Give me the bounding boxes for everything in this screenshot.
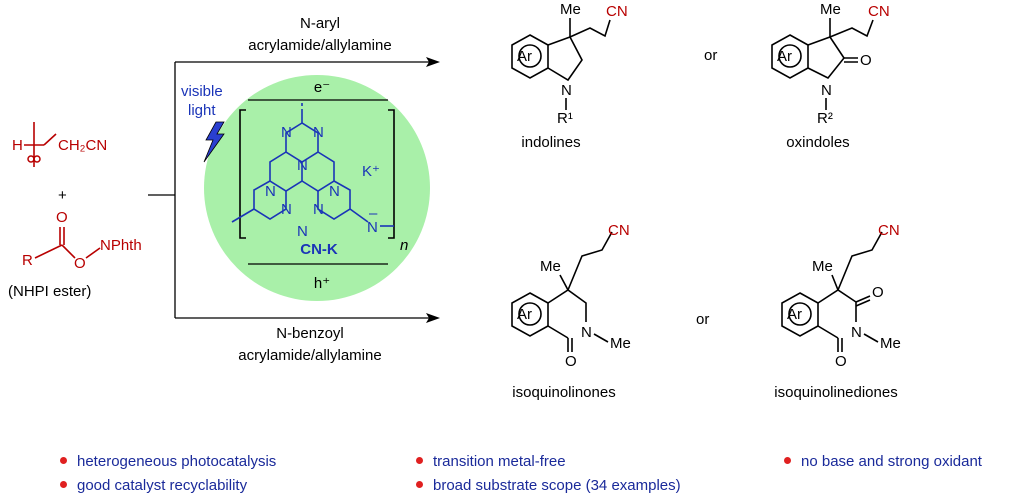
nhpi-ester-reagent: O R O NPhth (NHPI ester): [8, 209, 142, 300]
potassium-ion: K⁺: [362, 163, 380, 180]
isoquinolinediones-label: isoquinolinediones: [774, 384, 897, 401]
feature-text: transition metal-free: [433, 453, 566, 470]
isoquinolinedione-structure: Ar O O N Me Me CN: [781, 222, 901, 370]
feature-text: good catalyst recyclability: [77, 477, 248, 494]
scissors-icon: [27, 155, 41, 163]
electron-label: e⁻: [314, 79, 330, 96]
isoquinolinedione-me: Me: [812, 258, 833, 275]
feature-item: good catalyst recyclability: [60, 477, 247, 494]
oxindole-structure: Ar Me CN O N R²: [771, 1, 890, 127]
isoquinolinedione-cn: CN: [878, 222, 900, 239]
hydrogen-atom: H: [12, 137, 23, 154]
feature-item: heterogeneous photocatalysis: [60, 453, 276, 470]
feature-list: heterogeneous photocatalysis good cataly…: [0, 447, 1024, 497]
isoquinolinedione-ar: Ar: [787, 306, 802, 323]
indoline-me: Me: [560, 1, 581, 18]
feature-text: broad substrate scope (34 examples): [433, 477, 681, 494]
catalyst-name: CN-K: [300, 241, 338, 258]
isoquinolinedione-o2: O: [835, 353, 847, 370]
n-atom-7: N: [313, 201, 324, 218]
isoquinolinedione-o1: O: [872, 284, 884, 301]
n-atom-6: N: [281, 201, 292, 218]
feature-item: transition metal-free: [416, 453, 566, 470]
lightning-bolt-icon: [203, 121, 225, 163]
isoquinolinone-me: Me: [540, 258, 561, 275]
nphth-group: NPhth: [100, 237, 142, 254]
negative-charge: –: [369, 205, 378, 222]
hole-label: h⁺: [314, 275, 330, 292]
isoquinolinone-n: N: [581, 324, 592, 341]
indolines-label: indolines: [521, 134, 580, 151]
ester-oxygen: O: [74, 255, 86, 272]
oxindole-ar: Ar: [777, 48, 792, 65]
oxindole-n: N: [821, 82, 832, 99]
bullet-dot: [784, 456, 791, 464]
isoquinolinedione-nme: Me: [880, 335, 901, 352]
or-top: or: [704, 47, 717, 64]
isoquinolinone-cn: CN: [608, 222, 630, 239]
bullet-dot: [60, 480, 67, 488]
nhpi-ester-label: (NHPI ester): [8, 283, 91, 300]
n-atom-4: N: [265, 183, 276, 200]
photocatalyst-circle: [204, 75, 430, 301]
indoline-cn: CN: [606, 3, 628, 20]
heptazine-unit: N N N N N N N N N –: [231, 102, 394, 240]
branching-arrows: [148, 61, 432, 319]
top-condition-line1: N-aryl: [300, 15, 340, 32]
oxindole-r2: R²: [817, 110, 833, 127]
alkyl-nitrile-reagent: H CH₂CN: [12, 122, 107, 167]
visible-light-line2: light: [188, 102, 216, 119]
bullet-dot: [60, 456, 67, 464]
polymer-bracket-left: [239, 109, 246, 239]
feature-item: no base and strong oxidant: [784, 453, 982, 470]
feature-text: heterogeneous photocatalysis: [77, 453, 277, 470]
indoline-ar: Ar: [517, 48, 532, 65]
bottom-condition-line2: acrylamide/allylamine: [238, 347, 381, 364]
polymer-n: n: [400, 237, 408, 254]
indoline-n: N: [561, 82, 572, 99]
isoquinolinone-o: O: [565, 353, 577, 370]
r-group: R: [22, 252, 33, 269]
n-atom-5: N: [329, 183, 340, 200]
isoquinolinone-nme: Me: [610, 335, 631, 352]
bullet-dot: [416, 456, 423, 464]
isoquinolinedione-n: N: [851, 324, 862, 341]
oxindole-cn: CN: [868, 3, 890, 20]
n-atom-1: N: [281, 124, 292, 141]
oxindole-me: Me: [820, 1, 841, 18]
visible-light-line1: visible: [181, 83, 223, 100]
n-atom-8: N: [297, 223, 308, 240]
isoquinolinone-structure: Ar O N Me Me CN: [511, 222, 631, 370]
n-atom-3: N: [297, 157, 308, 174]
n-atom-anion: N: [367, 219, 378, 236]
reaction-scheme: H CH₂CN + O R O NPhth (NHPI ester) N-ary…: [8, 1, 901, 401]
plus-sign: +: [58, 187, 67, 204]
bottom-condition-line1: N-benzoyl: [276, 325, 344, 342]
oxindole-o: O: [860, 52, 872, 69]
carbonyl-oxygen: O: [56, 209, 68, 226]
arrow-head-bottom: [426, 313, 440, 323]
arrow-head-top: [426, 57, 440, 67]
top-condition-line2: acrylamide/allylamine: [248, 37, 391, 54]
feature-text: no base and strong oxidant: [801, 453, 982, 470]
or-bottom: or: [696, 311, 709, 328]
isoquinolinone-ar: Ar: [517, 306, 532, 323]
feature-item: broad substrate scope (34 examples): [416, 477, 681, 494]
polymer-bracket-right: [388, 109, 395, 239]
isoquinolinones-label: isoquinolinones: [512, 384, 615, 401]
indoline-structure: Ar Me CN N R¹: [511, 1, 628, 127]
ch2cn-group: CH₂CN: [58, 137, 107, 154]
oxindoles-label: oxindoles: [786, 134, 849, 151]
indoline-r1: R¹: [557, 110, 573, 127]
bullet-dot: [416, 480, 423, 488]
n-atom-2: N: [313, 124, 324, 141]
